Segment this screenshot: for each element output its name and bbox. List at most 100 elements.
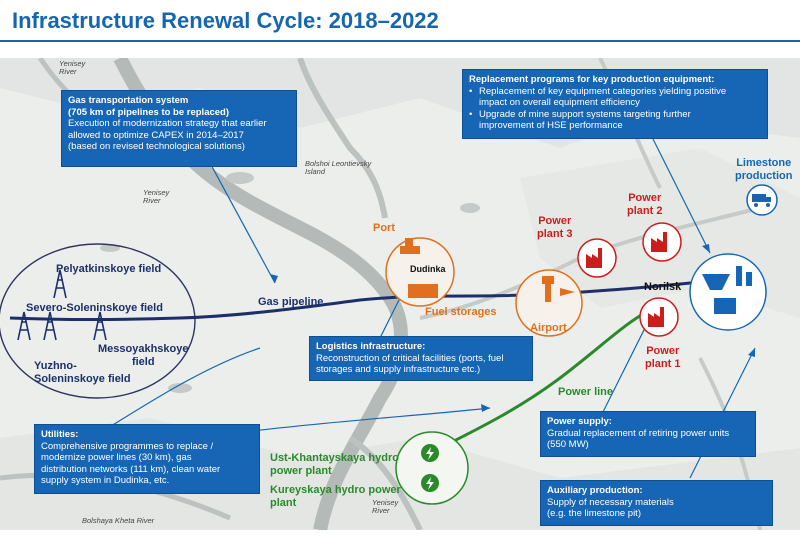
truck-wheel xyxy=(766,203,770,207)
title-divider xyxy=(0,40,800,42)
gas-derricks xyxy=(17,269,107,341)
box-title: Replacement programs for key production … xyxy=(469,74,715,85)
label-dudinka: Dudinka xyxy=(410,264,446,274)
box-text: Supply of necessary materials xyxy=(547,496,674,508)
truck-body xyxy=(752,194,766,202)
box-text: distribution networks (111 km), clean wa… xyxy=(41,463,221,475)
logistics-box: Logistics infrastructure: Reconstruction… xyxy=(309,336,533,381)
list-text: impact on overall equipment efficiency xyxy=(479,97,640,108)
chimney-icon xyxy=(746,272,752,286)
box-title: Utilities: xyxy=(41,429,79,440)
lake xyxy=(168,383,192,393)
river-branch xyxy=(348,435,423,530)
label-power-line: Power line xyxy=(558,386,614,398)
gas-fields-outline xyxy=(0,243,196,399)
box-title: Logistics infrastructure: xyxy=(316,341,426,352)
label-line: field xyxy=(131,356,155,368)
label-line: Ust-Khantayskaya hydro xyxy=(270,452,399,464)
airport-icon xyxy=(542,276,575,302)
norilsk-circle xyxy=(689,253,767,331)
connector-power-supply xyxy=(599,317,651,419)
utilities-box: Utilities: Comprehensive programmes to r… xyxy=(34,424,260,494)
label-line: Messoyakhskoye xyxy=(98,343,189,355)
box-title: Gas transportation system xyxy=(68,95,189,106)
list-item: Replacement of key equipment categories … xyxy=(469,86,761,109)
label-line: power plant xyxy=(270,465,332,477)
label-line: Power xyxy=(628,192,662,204)
hydro-bolts xyxy=(426,447,434,490)
factory-icon xyxy=(651,232,667,252)
derrick-icon xyxy=(43,311,57,341)
building-icon xyxy=(714,298,736,314)
ship-hull xyxy=(400,246,420,254)
derrick-icon xyxy=(93,311,107,341)
river-name: Yenisey xyxy=(59,59,86,68)
list-text: Upgrade of mine support systems targetin… xyxy=(479,108,691,120)
connector-replacement xyxy=(649,132,711,254)
box-text: Gradual replacement of retiring power un… xyxy=(547,427,730,439)
gas-transportation-box: Gas transportation system (705 km of pip… xyxy=(61,90,297,167)
tower-top xyxy=(542,276,554,284)
label-line: production xyxy=(735,170,793,182)
factory-icon xyxy=(648,307,664,327)
label-line: plant 3 xyxy=(537,228,573,240)
gas-pipeline-line xyxy=(9,280,701,321)
box-text: (e.g. the limestone pit) xyxy=(547,508,641,519)
river-name: Yenisey xyxy=(143,188,170,197)
hydro-circle xyxy=(395,431,469,505)
box-text: storages and supply infrastructure etc.) xyxy=(316,364,481,375)
lightning-icon xyxy=(426,447,434,460)
truck-icon xyxy=(752,194,771,207)
box-subtitle: (705 km of pipelines to be replaced) xyxy=(68,106,230,118)
box-text: (550 MW) xyxy=(547,439,589,450)
river-word: River xyxy=(372,506,390,515)
port-icon xyxy=(400,238,438,298)
factory-icon xyxy=(586,248,602,268)
lake xyxy=(226,172,254,184)
box-text: modernize power lines (30 km), gas xyxy=(41,452,192,463)
box-text: supply system in Dudinka, etc. xyxy=(41,475,170,486)
river-branch xyxy=(297,58,388,219)
label-line: plant 1 xyxy=(645,358,681,370)
factory-icons xyxy=(586,232,667,327)
fuel-tank xyxy=(408,284,438,298)
lake xyxy=(460,203,480,213)
label-line: Soleninskoye field xyxy=(34,373,131,385)
label-line: plant 2 xyxy=(627,205,663,217)
label-gas-pipeline: Gas pipeline xyxy=(258,296,324,308)
label-severo-soleninskoye: Severo-Soleninskoye field xyxy=(26,302,163,314)
island-word: Island xyxy=(305,167,326,176)
river-word: River xyxy=(143,196,161,205)
list-text: improvement of HSE performance xyxy=(479,120,623,131)
box-text: Execution of modernization strategy that… xyxy=(68,118,267,129)
page-title: Infrastructure Renewal Cycle: 2018–2022 xyxy=(12,8,439,33)
label-yuzhno-soleninskoye: Yuzhno-Soleninskoye field xyxy=(34,360,131,386)
airport-circle xyxy=(515,269,583,337)
arrow-head xyxy=(270,274,278,283)
derrick-icon xyxy=(53,269,67,299)
label-line: plant xyxy=(270,497,297,509)
label-line: Kureyskaya hydro power xyxy=(270,484,401,496)
list-text: Replacement of key equipment categories … xyxy=(479,85,727,97)
replacement-programs-box: Replacement programs for key production … xyxy=(462,69,768,139)
truck-cab xyxy=(766,197,771,202)
replacement-list: Replacement of key equipment categories … xyxy=(469,86,761,132)
hopper-icon xyxy=(702,274,730,290)
power-line xyxy=(439,306,656,450)
box-text: (based on revised technological solution… xyxy=(68,141,245,152)
norilsk-icons xyxy=(702,266,752,314)
label-fuel-storages: Fuel storages xyxy=(425,306,497,318)
island-name: Bolshoi Leontievsky xyxy=(305,159,372,168)
ship-cabin xyxy=(405,238,413,246)
chimney-icon xyxy=(736,266,742,286)
river-name: Yenisey xyxy=(372,498,399,507)
